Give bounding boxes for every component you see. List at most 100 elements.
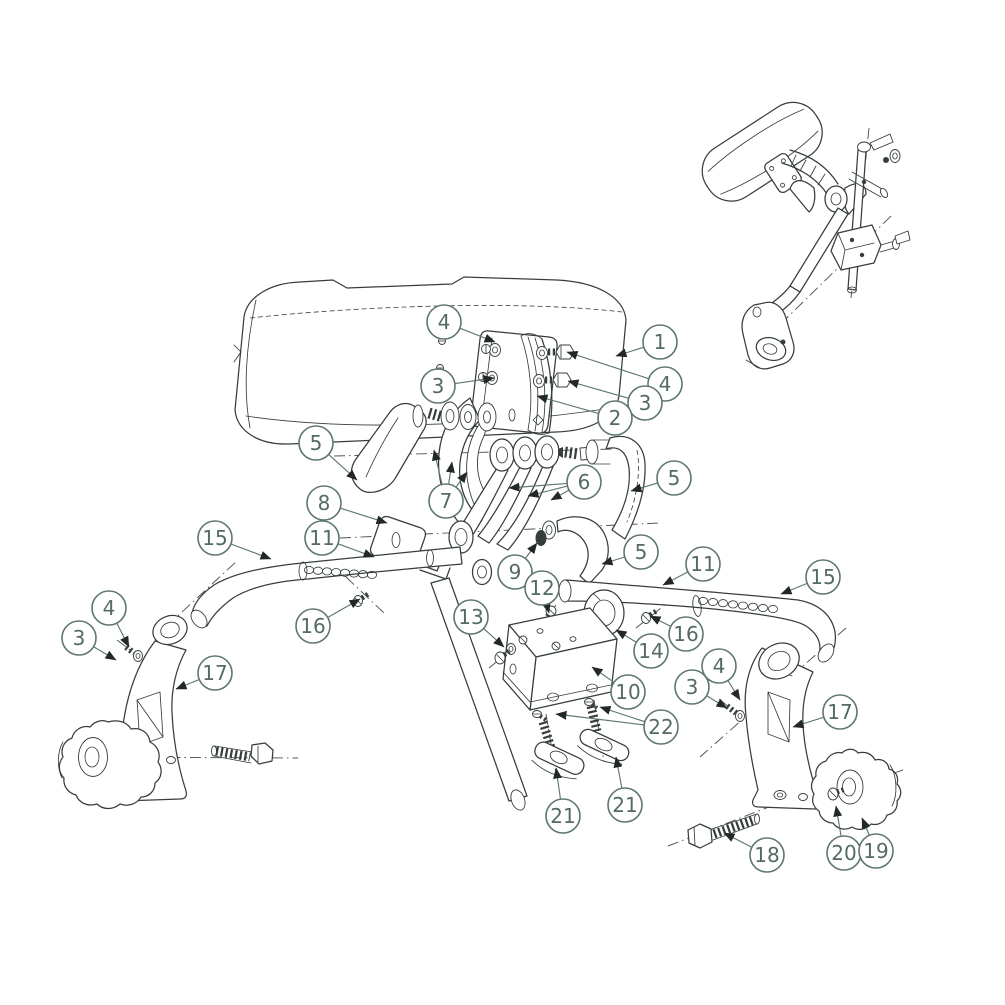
leader-line [445, 461, 455, 485]
callout-3: 3 [674, 669, 728, 709]
callout-2: 2 [536, 394, 633, 436]
callout-4: 4 [91, 590, 130, 648]
leader-line [328, 453, 358, 481]
callout-14: 14 [615, 629, 669, 669]
callout-circle [524, 570, 560, 606]
leader-line [566, 350, 649, 380]
callout-circle [566, 464, 602, 500]
callout-circle [304, 520, 340, 556]
leader-line [723, 832, 753, 848]
hand-knob-left [57, 720, 162, 810]
clamp-block-body [502, 607, 618, 711]
callout-16: 16 [649, 615, 704, 652]
plate-screws-right [545, 344, 575, 388]
leader-line [483, 627, 505, 648]
callout-number: 9 [509, 560, 522, 584]
callout-circle [545, 798, 581, 834]
callout-15: 15 [197, 520, 272, 560]
leader-line [536, 394, 599, 414]
callout-circle [685, 546, 721, 582]
leader-line [550, 489, 570, 501]
callout-5: 5 [298, 425, 358, 481]
callout-circle [497, 554, 533, 590]
leader-line [615, 346, 644, 358]
callout-8: 8 [306, 485, 388, 525]
callout-circle [197, 655, 233, 691]
thumbnail-lower-bracket-knob [741, 301, 795, 370]
leader-line [613, 756, 623, 789]
t-knob-left [531, 720, 585, 780]
callout-11: 11 [304, 520, 375, 558]
callout-number: 4 [103, 596, 116, 620]
tube-set-screw-right [641, 607, 660, 624]
callout-number: 6 [578, 470, 591, 494]
callout-3: 3 [420, 368, 495, 404]
leader-line [599, 705, 645, 723]
callout-number: 7 [440, 489, 453, 513]
callout-10: 10 [591, 666, 646, 710]
callout-6: 6 [508, 464, 602, 501]
leader-line [175, 678, 200, 690]
leader-line [116, 622, 130, 648]
assembled-view-thumbnail [701, 101, 911, 370]
leader-line [553, 767, 562, 800]
callout-circle [805, 559, 841, 595]
leader-line [527, 485, 568, 498]
callout-circle [597, 400, 633, 436]
callout-21: 21 [607, 756, 643, 823]
callout-circle [858, 833, 894, 869]
callout-number: 5 [635, 540, 648, 564]
callout-circle [643, 709, 679, 745]
callout-number: 17 [202, 661, 227, 685]
leader-line [567, 379, 629, 399]
leader-line [455, 471, 468, 488]
callout-circle [749, 837, 785, 873]
callout-number: 22 [648, 715, 673, 739]
callout-7: 7 [428, 449, 468, 519]
callout-number: 4 [438, 310, 451, 334]
leader-line [541, 601, 551, 614]
callout-circle [607, 787, 643, 823]
callout-circle [656, 460, 692, 496]
thumbnail-curved-arm [781, 149, 839, 195]
callout-number: 3 [432, 374, 445, 398]
callout-circle [197, 520, 233, 556]
callout-number: 13 [458, 605, 483, 629]
callout-circle [822, 694, 858, 730]
callout-number: 5 [668, 466, 681, 490]
callout-circle [426, 304, 462, 340]
headrest-pad [233, 276, 627, 445]
leader-line [649, 615, 672, 627]
callout-21: 21 [545, 767, 581, 834]
callout-number: 3 [686, 675, 699, 699]
tube-adjustment-holes-right [697, 596, 779, 614]
clamp-block-assembly [494, 589, 630, 780]
callout-number: 21 [612, 793, 637, 817]
callout-circle [623, 534, 659, 570]
callout-number: 11 [309, 526, 334, 550]
callout-circle [701, 648, 737, 684]
leader-line [662, 571, 689, 586]
thumbnail-cross-rod-and-block [830, 133, 911, 294]
callout-circle [420, 368, 456, 404]
callout-4: 4 [701, 648, 741, 701]
callout-number: 18 [754, 843, 779, 867]
bracket-set-screw-left [124, 644, 143, 662]
callout-circle [295, 608, 331, 644]
callout-number: 11 [690, 552, 715, 576]
leader-line [230, 543, 272, 560]
leader-line [454, 375, 495, 385]
callout-number: 16 [300, 614, 325, 638]
callout-number: 12 [529, 576, 554, 600]
tube-adjustment-holes [303, 565, 378, 579]
callout-number: 4 [659, 372, 672, 396]
callout-number: 20 [831, 841, 856, 865]
bracket-set-screw-right [725, 703, 745, 722]
callout-3: 3 [567, 379, 663, 421]
callout-number: 15 [202, 526, 227, 550]
vertical-post [430, 577, 528, 811]
lock-screws-22 [532, 698, 599, 722]
callout-number: 3 [73, 626, 86, 650]
leader-line [833, 805, 843, 837]
